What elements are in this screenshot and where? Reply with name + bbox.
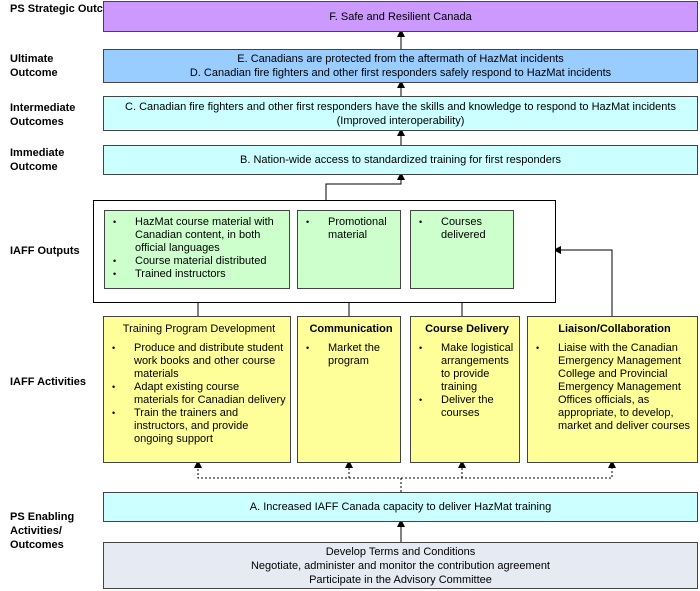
outcome-f-box: F. Safe and Resilient Canada <box>103 1 698 32</box>
label-iaff-outputs: IAFF Outputs <box>10 245 80 257</box>
label-intermediate-outcomes: Intermediate Outcomes <box>10 102 76 128</box>
outcome-c-subtext: (Improved interoperability) <box>336 114 465 127</box>
label-ultimate-outcome: Ultimate Outcome <box>10 53 58 79</box>
activity-course-delivery-card: Course Delivery Make logistical arrangem… <box>410 316 520 463</box>
label-iaff-activities: IAFF Activities <box>10 376 86 388</box>
output-item: Course material distributed <box>113 255 285 268</box>
label-ps-enabling: PS Enabling Activities/ Outcomes <box>10 511 75 551</box>
output-item: HazMat course material with Canadian con… <box>113 216 285 255</box>
outcome-d-text: D. Canadian fire fighters and other firs… <box>189 67 612 79</box>
outcome-e-text: E. Canadians are protected from the afte… <box>237 53 564 65</box>
output-item: Promotional material <box>306 216 396 242</box>
output-promotional-card: Promotional material <box>297 210 401 289</box>
outcome-f-text: F. Safe and Resilient Canada <box>329 10 472 23</box>
label-immediate-outcome: Immediate Outcome <box>10 147 65 173</box>
activity-item: Deliver the courses <box>419 394 515 420</box>
label-ps-strategic-outcome: PS Strategic Outcome <box>10 3 126 15</box>
activity-item: Liaise with the Canadian Emergency Manag… <box>536 342 693 433</box>
outcome-b-text: B. Nation-wide access to standardized tr… <box>240 154 561 166</box>
outcome-c-box: C. Canadian fire fighters and other firs… <box>103 96 698 131</box>
activity-item: Market the program <box>306 342 396 368</box>
outcome-a-box: A. Increased IAFF Canada capacity to del… <box>103 492 698 522</box>
activity-title: Communication <box>309 323 393 335</box>
output-courses-card: Courses delivered <box>410 210 514 289</box>
activity-liaison-card: Liaison/Collaboration Liaise with the Ca… <box>527 316 698 463</box>
activity-item: Make logistical arrangements to provide … <box>419 342 515 394</box>
output-course-material-card: HazMat course material with Canadian con… <box>104 210 290 289</box>
enabling-activities-box: Develop Terms and Conditions Negotiate, … <box>103 542 698 589</box>
output-item: Trained instructors <box>113 268 285 281</box>
activity-communication-card: Communication Market the program <box>297 316 401 463</box>
enabling-line: Develop Terms and Conditions <box>325 545 476 558</box>
activity-title: Liaison/Collaboration <box>558 323 671 335</box>
enabling-line: Negotiate, administer and monitor the co… <box>250 559 550 572</box>
output-item: Courses delivered <box>419 216 509 242</box>
activity-item: Train the trainers and instructors, and … <box>112 407 286 446</box>
outcome-a-text: A. Increased IAFF Canada capacity to del… <box>249 501 552 513</box>
activity-item: Adapt existing course materials for Cana… <box>112 381 286 407</box>
outcome-c-text: C. Canadian fire fighters and other firs… <box>125 100 676 113</box>
activity-title: Course Delivery <box>425 323 509 335</box>
activity-training-card: Training Program Development Produce and… <box>103 316 291 463</box>
activity-title: Training Program Development <box>122 323 276 335</box>
outcome-e-d-box: E. Canadians are protected from the afte… <box>103 49 698 83</box>
enabling-line: Participate in the Advisory Committee <box>309 573 492 586</box>
outcome-b-box: B. Nation-wide access to standardized tr… <box>103 145 698 175</box>
activity-item: Produce and distribute student work book… <box>112 342 286 381</box>
